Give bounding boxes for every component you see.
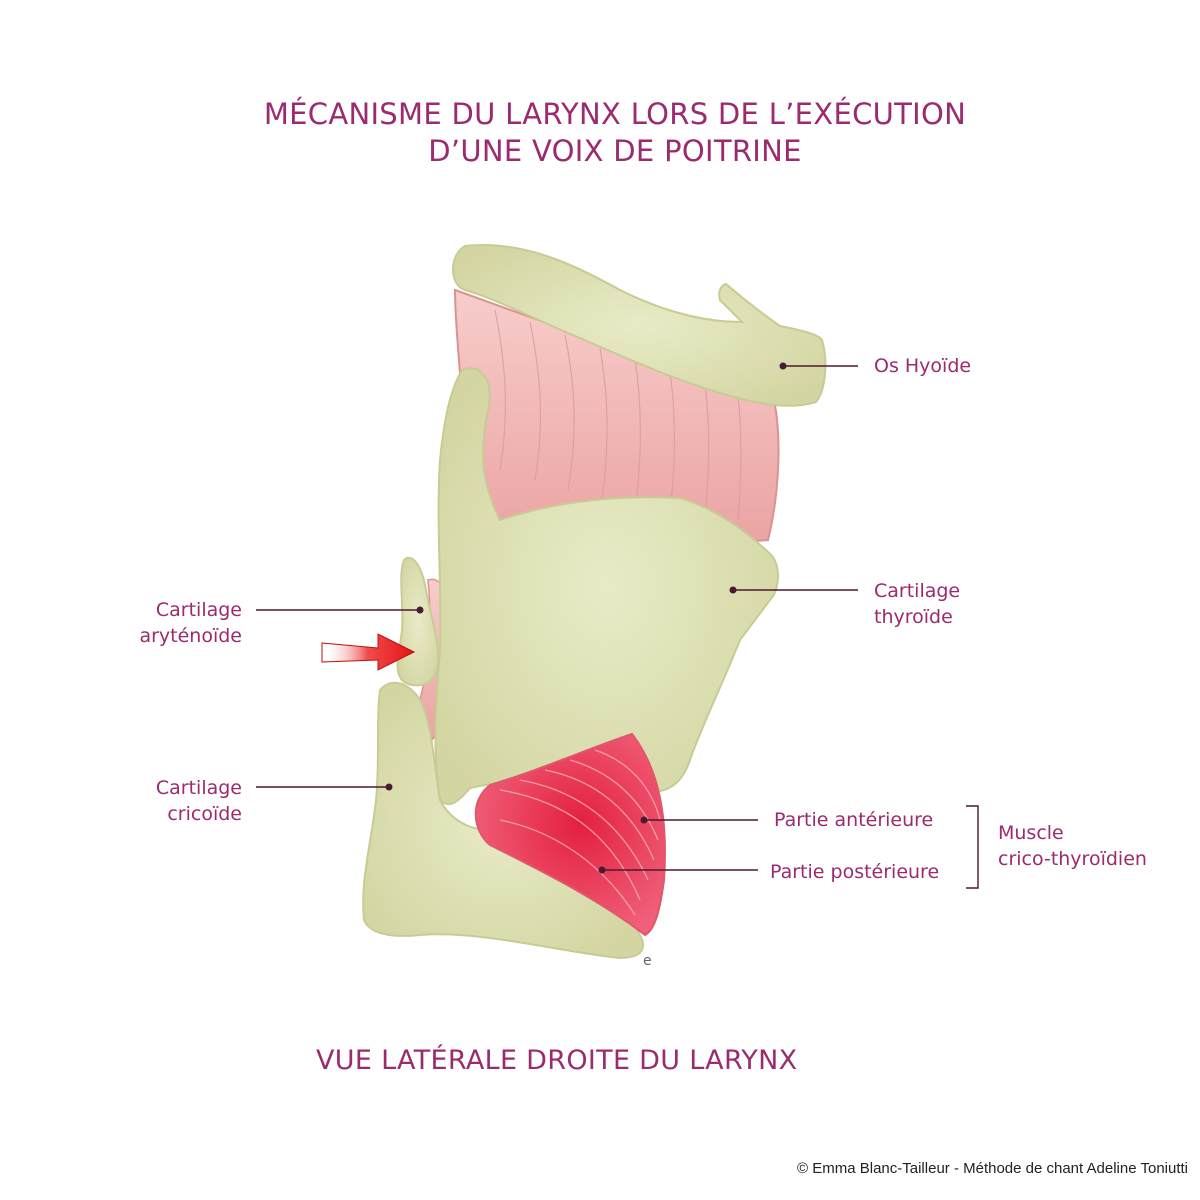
label-cartilage-thyroide: Cartilage thyroïde [874, 580, 961, 628]
thyroid-cartilage [434, 367, 779, 806]
label-cartilage-cricoide: Cartilage cricoïde [155, 777, 242, 825]
label-cartilage-arytenoide: Cartilage aryténoïde [139, 599, 242, 647]
diagram-title: MÉCANISME DU LARYNX LORS DE L’EXÉCUTION … [0, 96, 1200, 170]
label-partie-posterieure: Partie postérieure [770, 861, 940, 883]
arytenoid-cartilage [396, 556, 440, 687]
copyright-credit: © Emma Blanc-Tailleur - Méthode de chant… [797, 1160, 1188, 1177]
view-subtitle: VUE LATÉRALE DROITE DU LARYNX [316, 1045, 798, 1076]
title-line-1: MÉCANISME DU LARYNX LORS DE L’EXÉCUTION [263, 97, 967, 131]
label-muscle-crico-thyroidien: Muscle crico-thyroïdien [998, 822, 1147, 870]
muscle-bracket [966, 805, 979, 889]
hyoid-bone [452, 244, 827, 407]
artist-signature: e [643, 953, 652, 969]
label-os-hyoide: Os Hyoïde [874, 355, 972, 377]
movement-arrow [321, 633, 416, 671]
title-line-2: D’UNE VOIX DE POITRINE [428, 134, 802, 168]
label-partie-anterieure: Partie antérieure [774, 809, 934, 831]
